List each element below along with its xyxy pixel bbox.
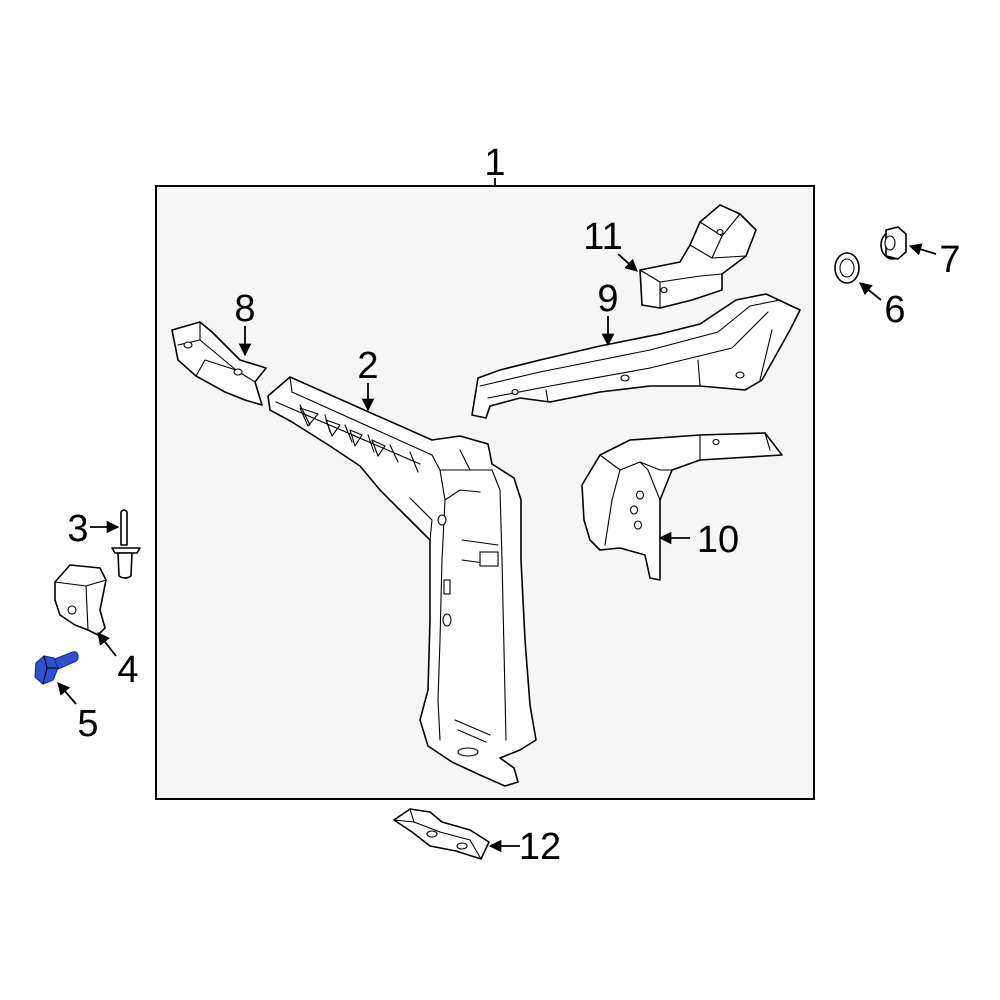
part-4-bracket bbox=[54, 564, 107, 636]
part-6-washer bbox=[834, 252, 860, 284]
part-9-rail bbox=[471, 293, 801, 419]
part-8-bracket bbox=[171, 321, 267, 406]
callout-6-arrow bbox=[859, 282, 882, 301]
callout-5-arrow bbox=[57, 682, 77, 705]
callout-11-label: 11 bbox=[583, 216, 622, 258]
callout-3-label: 3 bbox=[67, 508, 88, 550]
callout-7-arrow bbox=[908, 243, 937, 256]
callout-2-label: 2 bbox=[357, 345, 378, 387]
callout-9-label: 9 bbox=[597, 278, 618, 320]
part-11-bracket bbox=[639, 204, 757, 309]
callout-6-label: 6 bbox=[884, 289, 905, 331]
callout-1-label: 1 bbox=[484, 142, 505, 184]
callout-10-label: 10 bbox=[697, 519, 739, 561]
callout-11-arrow bbox=[617, 253, 638, 272]
callout-4-arrow bbox=[97, 632, 117, 657]
callout-8-label: 8 bbox=[234, 288, 255, 330]
callout-12-label: 12 bbox=[519, 826, 561, 868]
callout-7-label: 7 bbox=[939, 239, 960, 281]
part-12-reinforcement bbox=[393, 808, 490, 860]
bolt-shank bbox=[51, 651, 79, 671]
callout-5-label: 5 bbox=[77, 703, 98, 745]
part-10-panel bbox=[581, 432, 783, 581]
part-3-clip bbox=[111, 509, 141, 579]
part-2-pillar-assembly bbox=[267, 376, 537, 787]
callout-4-label: 4 bbox=[117, 649, 138, 691]
part-5-bolt bbox=[34, 651, 79, 685]
part-7-nut bbox=[880, 226, 907, 260]
